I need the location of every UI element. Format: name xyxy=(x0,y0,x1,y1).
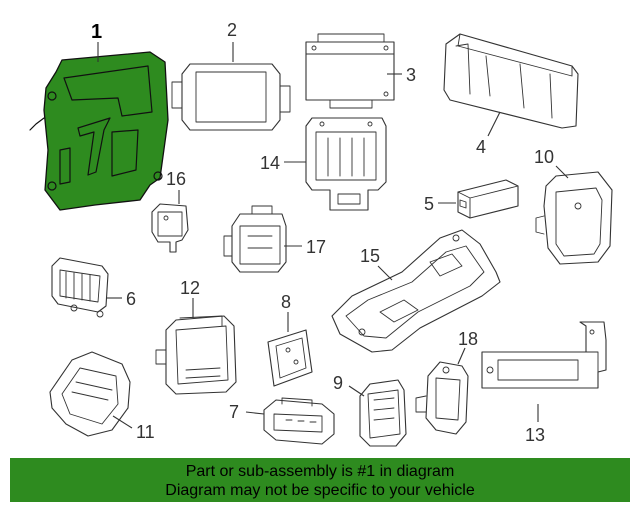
callout-18: 18 xyxy=(458,329,478,349)
callout-7: 7 xyxy=(229,402,239,422)
callout-12: 12 xyxy=(180,278,200,298)
part-11[interactable] xyxy=(49,351,131,437)
callout-4: 4 xyxy=(476,137,486,157)
banner-line-1: Part or sub-assembly is #1 in diagram xyxy=(185,463,455,480)
parts-diagram: 1 2 3 4 14 xyxy=(29,20,613,447)
callout-15: 15 xyxy=(360,246,380,266)
callout-14: 14 xyxy=(260,153,280,173)
part-16[interactable] xyxy=(151,203,189,253)
callout-6: 6 xyxy=(126,289,136,309)
part-8[interactable] xyxy=(267,329,313,387)
part-4[interactable] xyxy=(443,33,579,129)
part-1-highlighted[interactable] xyxy=(29,51,169,211)
part-13[interactable] xyxy=(481,321,607,389)
callout-13: 13 xyxy=(525,425,545,445)
callout-1: 1 xyxy=(91,21,102,43)
callout-10: 10 xyxy=(534,147,554,167)
callout-11: 11 xyxy=(136,422,155,442)
callout-17: 17 xyxy=(306,237,326,257)
callout-8: 8 xyxy=(281,292,291,312)
part-5[interactable] xyxy=(457,179,519,219)
part-9[interactable] xyxy=(359,379,407,447)
part-15[interactable] xyxy=(331,229,501,353)
callout-2: 2 xyxy=(227,20,237,40)
callout-9: 9 xyxy=(333,373,343,393)
part-18[interactable] xyxy=(415,361,469,435)
part-10[interactable] xyxy=(535,171,613,265)
part-6[interactable] xyxy=(51,257,109,318)
part-12[interactable] xyxy=(155,315,237,395)
part-3[interactable] xyxy=(305,33,395,109)
part-14[interactable] xyxy=(305,117,387,211)
callout-3: 3 xyxy=(406,65,416,85)
banner-line-2: Diagram may not be specific to your vehi… xyxy=(165,482,475,499)
part-2[interactable] xyxy=(171,63,291,131)
part-17[interactable] xyxy=(223,205,287,273)
part-7[interactable] xyxy=(263,397,335,445)
callout-5: 5 xyxy=(424,194,434,214)
callout-16: 16 xyxy=(166,169,186,189)
info-banner: Part or sub-assembly is #1 in diagram Di… xyxy=(10,458,630,502)
